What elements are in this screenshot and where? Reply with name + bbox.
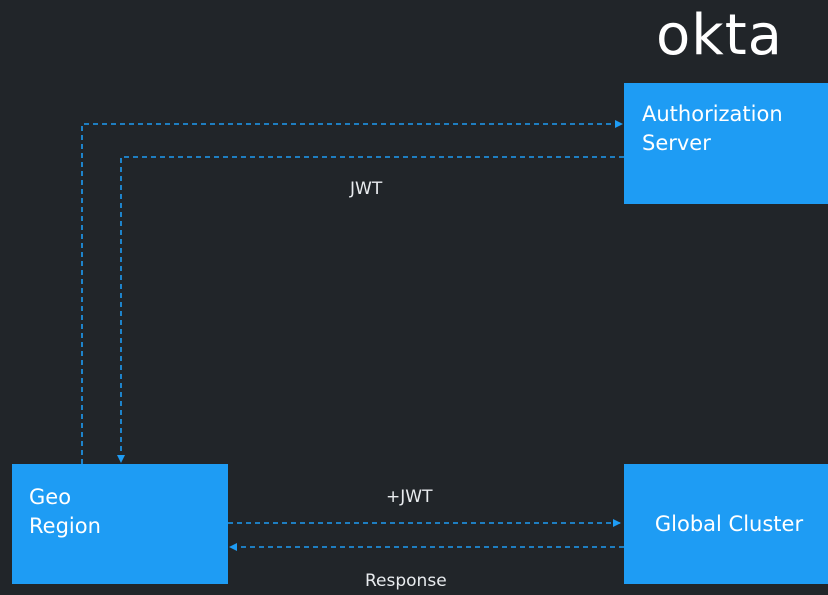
jwt-edge-label: JWT (350, 179, 383, 199)
geo-region-label-line-2: Region (29, 514, 101, 538)
authorization-server-label-line-2: Server (642, 131, 711, 155)
plus-jwt-edge-label: +JWT (386, 487, 433, 507)
authorization-server-node: Authorization Server (624, 83, 828, 204)
global-cluster-node: Global Cluster (624, 464, 828, 584)
geo-to-auth-connector (81, 120, 623, 464)
okta-logo: okta (656, 3, 783, 68)
authorization-server-label-line-1: Authorization (642, 102, 783, 126)
global-cluster-label: Global Cluster (654, 511, 804, 536)
auth-to-geo-connector (117, 156, 624, 463)
geo-region-label-line-1: Geo (29, 485, 72, 509)
response-edge-label: Response (365, 571, 447, 591)
geo-region-node: Geo Region (12, 464, 228, 584)
